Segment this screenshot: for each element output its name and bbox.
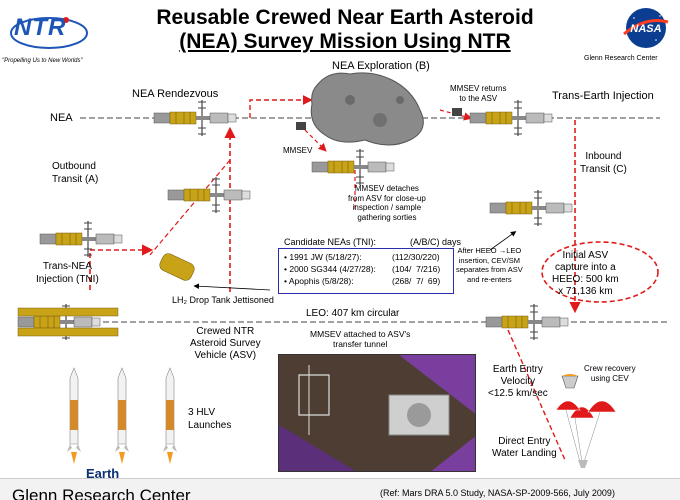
mmsev-label: MMSEV	[283, 146, 313, 155]
asv-trans-earth	[469, 99, 553, 137]
outbound-diag	[149, 159, 231, 256]
neo-row-3-name: • Apophis (5/8/28):	[284, 276, 354, 286]
neo-row-1-name: • 1991 JW (5/18/27):	[284, 252, 362, 262]
hlv-rocket-1	[66, 367, 82, 465]
trans-earth-label: Trans-Earth Injection	[552, 90, 654, 102]
earth-entry-label: Earth Entry Velocity <12.5 km/sec	[488, 364, 548, 399]
trans-nea-label: Trans-NEA Injection (TNI)	[36, 261, 99, 285]
hlv-launches-label: 3 HLV Launches	[188, 407, 232, 431]
asv-at-nea	[153, 99, 237, 137]
neo-header-days: (A/B/C) days	[410, 237, 462, 247]
crew-recovery-label: Crew recovery using CEV	[584, 364, 636, 383]
tni-trajectory	[89, 244, 154, 290]
footer-reference: (Ref: Mars DRA 5.0 Study, NASA-SP-2009-5…	[380, 488, 615, 498]
ntr-logo-icon	[10, 17, 88, 49]
asteroid-icon	[310, 72, 424, 146]
parachutes-icon	[555, 400, 617, 468]
direct-entry-label: Direct Entry Water Landing	[492, 436, 557, 459]
asv-tni	[39, 220, 123, 258]
mmsev-detaches-label: MMSEV detaches from ASV for close-up ins…	[348, 184, 426, 222]
neo-row-3-days: (268/ 7/ 69)	[392, 276, 441, 286]
asv-at-asteroid	[311, 148, 395, 186]
nea-label: NEA	[50, 112, 73, 124]
drop-tank-label: LH₂ Drop Tank Jettisoned	[172, 295, 274, 305]
heeo-orbit	[541, 241, 659, 303]
inbound-transit-label: Inbound Transit (C)	[580, 151, 627, 175]
initial-asv-label: Initial ASV capture into a HEEO: 500 km …	[552, 250, 619, 297]
neo-row-2-days: (104/ 7/216)	[392, 264, 441, 274]
nea-exploration-label: NEA Exploration (B)	[332, 60, 430, 72]
nasa-logo-icon: NASA	[623, 8, 669, 48]
drop-tank-icon	[159, 253, 195, 281]
mmsev-icon	[296, 122, 306, 130]
neo-header-name: Candidate NEAs (TNI):	[284, 237, 377, 247]
mmsev-tunnel-image	[278, 354, 476, 472]
hlv-rocket-2	[114, 367, 130, 465]
earth-label: Earth	[86, 466, 120, 481]
neo-row-1-days: (112/30/220)	[392, 252, 440, 262]
neo-row-2-name: • 2000 SG344 (4/27/28):	[284, 264, 376, 274]
nea-rendezvous-label: NEA Rendezvous	[132, 88, 219, 100]
candidate-neas-box	[278, 248, 454, 294]
asv-inbound	[489, 189, 573, 227]
asv-leo	[485, 303, 569, 341]
outbound-transit-label: Outbound Transit (A)	[52, 161, 99, 185]
ntr-tagline: "Propelling Us to New Worlds"	[2, 58, 83, 64]
mmsev-attached-label: MMSEV attached to ASV's transfer tunnel	[310, 329, 411, 349]
footer-bar	[0, 478, 680, 500]
cev-capsule-icon	[561, 375, 579, 389]
crewed-ntr-label: Crewed NTR Asteroid Survey Vehicle (ASV)	[190, 326, 261, 361]
title-line-2: (NEA) Survey Mission Using NTR	[179, 30, 511, 53]
after-heeo-label: After HEEO →LEO insertion, CEV/SM separa…	[456, 246, 523, 284]
title-line-1: Reusable Crewed Near Earth Asteroid	[156, 6, 534, 29]
leo-label: LEO: 407 km circular	[306, 308, 400, 319]
asv-outbound	[167, 176, 251, 214]
mmsev-returns-label: MMSEV returns to the ASV	[450, 84, 507, 103]
footer-glenn: Glenn Research Center	[12, 486, 191, 500]
ntr-logo-text: NTR	[14, 14, 67, 41]
hlv-rocket-3	[162, 367, 178, 465]
nasa-logo-text: NASA	[630, 23, 661, 35]
nasa-caption: Glenn Research Center	[584, 55, 658, 62]
